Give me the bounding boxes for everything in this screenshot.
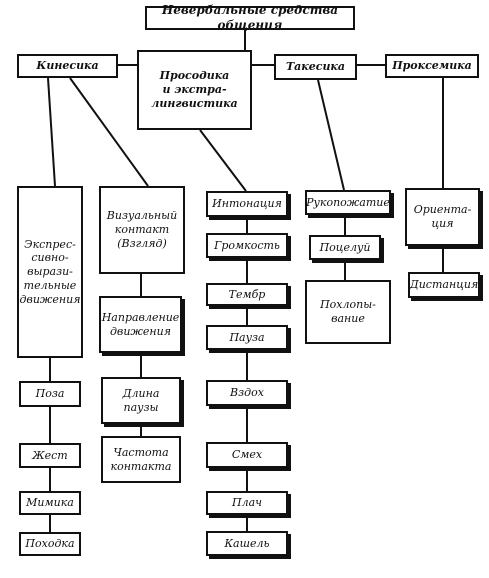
laughter-box: Смех (206, 442, 288, 468)
crying-box: Плач (206, 491, 288, 515)
connector-line (199, 129, 247, 192)
loudness-box: Громкость (206, 233, 288, 258)
connector-line (47, 77, 56, 187)
patting-box: Похлопы- вание (305, 280, 391, 344)
visual-contact-box: Визуальный контакт (Взгляд) (99, 186, 185, 274)
connector-line (69, 77, 149, 187)
distance-box: Дистанция (408, 272, 480, 298)
gait-box: Походка (19, 532, 81, 556)
cough-box: Кашель (206, 531, 288, 556)
takesics-box: Такесика (274, 54, 357, 80)
kinesics-box: Кинесика (17, 54, 118, 78)
pose-box: Поза (19, 381, 81, 407)
contact-frequency-box: Частота контакта (101, 436, 181, 483)
timbre-box: Тембр (206, 283, 288, 306)
kiss-box: Поцелуй (309, 235, 381, 260)
diagram-title: Невербальные средства общения (145, 3, 355, 32)
intonation-box: Интонация (206, 191, 288, 217)
movement-direction-box: Направление движения (99, 296, 182, 353)
gesture-box: Жест (19, 443, 81, 468)
prosody-box: Просодика и экстра- лингвистика (137, 50, 252, 130)
facial-expression-box: Мимика (19, 491, 81, 515)
handshake-box: Рукопожатие (305, 190, 391, 215)
expressive-movements-box: Экспрес- сивно- вырази- тельные движения (17, 186, 83, 358)
proxemics-box: Проксемика (385, 54, 479, 78)
pause-box: Пауза (206, 325, 288, 350)
connector-line (317, 79, 345, 191)
sigh-box: Вздох (206, 380, 288, 406)
orientation-box: Ориента- ция (405, 188, 480, 246)
pause-length-box: Длина паузы (101, 377, 181, 424)
